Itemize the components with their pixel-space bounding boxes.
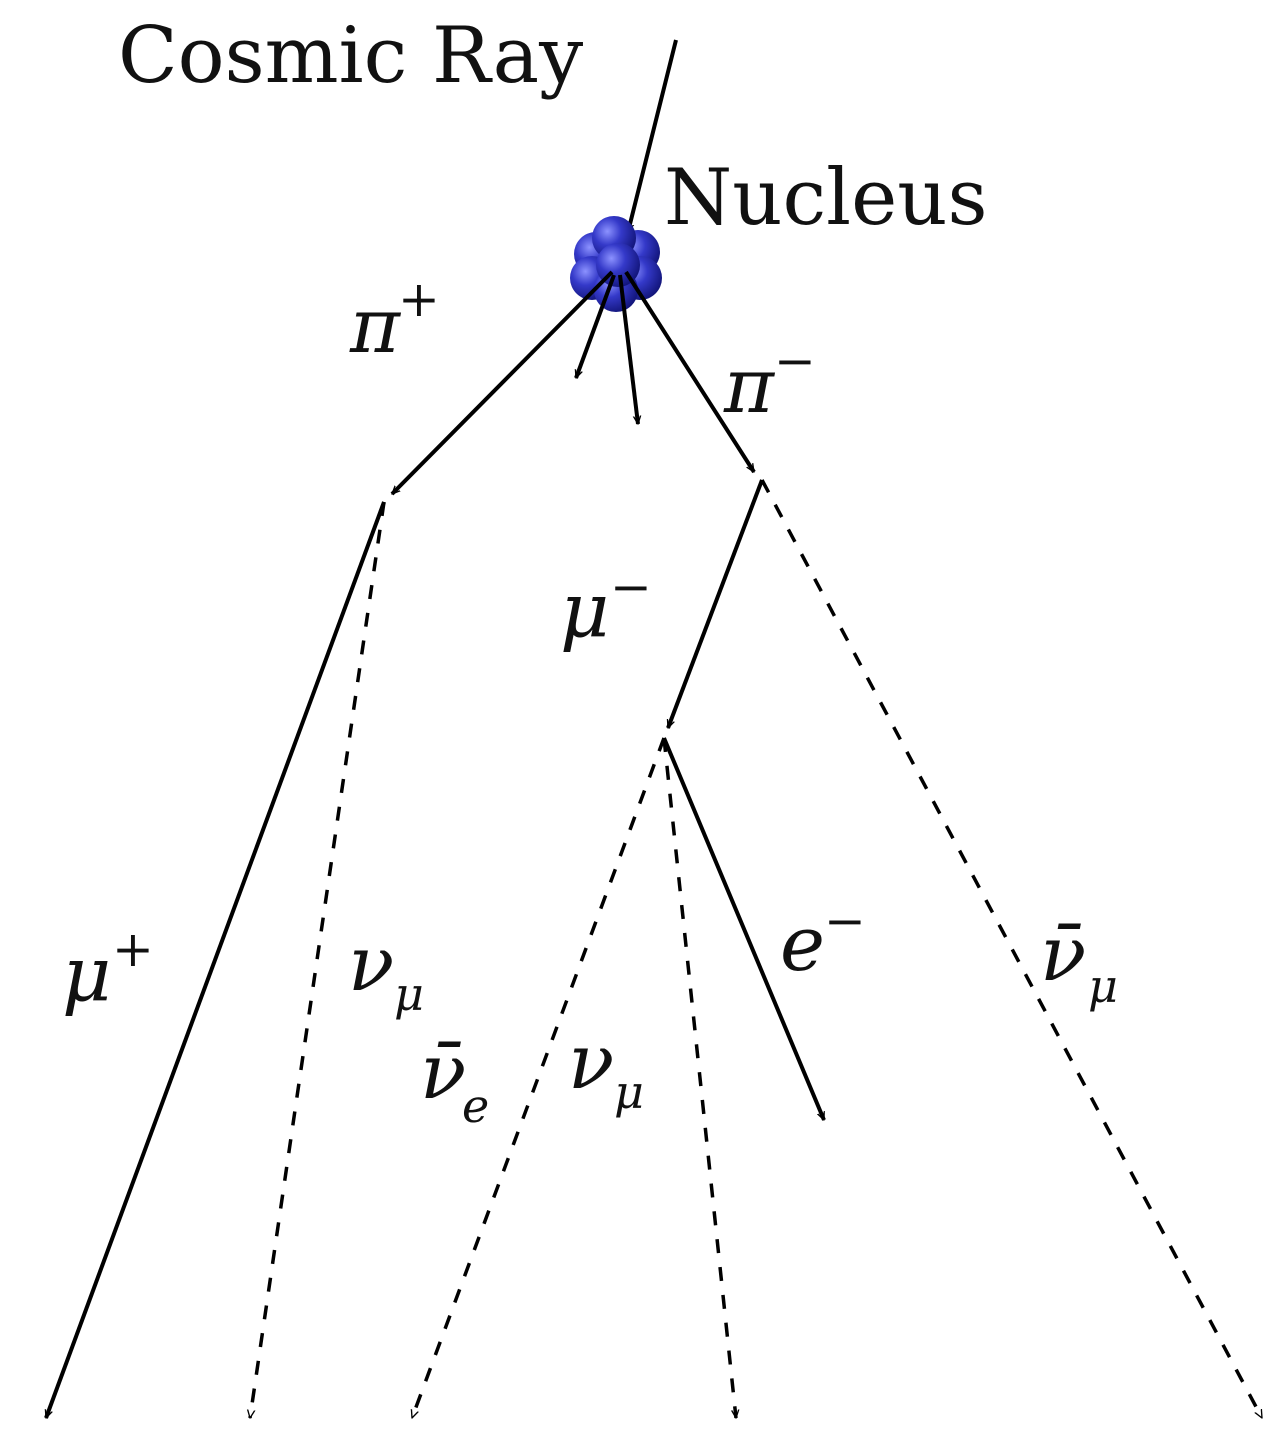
svg-text:−: − <box>824 892 866 950</box>
svg-text:ν: ν <box>568 1017 614 1106</box>
nu-mu-label-2: ν μ <box>568 1017 644 1119</box>
svg-text:μ: μ <box>560 565 609 654</box>
cosmic-ray-label: Cosmic Ray <box>118 11 583 101</box>
svg-text:+: + <box>112 920 154 978</box>
svg-text:ν̄: ν̄ <box>420 1027 466 1116</box>
nubar-e-label: ν̄ e <box>420 1027 489 1133</box>
nucleus-label: Nucleus <box>664 153 988 243</box>
svg-text:ν: ν <box>348 919 394 1008</box>
svg-text:μ: μ <box>1088 959 1118 1013</box>
nu-mu-label-1: ν μ <box>348 919 424 1021</box>
nucleus-icon <box>570 216 662 312</box>
svg-text:+: + <box>398 270 440 328</box>
pi-plus-label: π + <box>349 270 440 370</box>
mu-plus-label: μ + <box>62 920 154 1018</box>
nubar-mu-label: ν̄ μ <box>1040 909 1118 1013</box>
mu-minus-label: μ − <box>560 558 652 654</box>
svg-text:−: − <box>774 332 816 390</box>
svg-text:π: π <box>723 341 776 430</box>
mu-minus-track <box>668 480 762 728</box>
svg-text:μ: μ <box>614 1065 644 1119</box>
svg-text:π: π <box>349 281 402 370</box>
svg-text:e: e <box>462 1079 489 1133</box>
nu-mu-track-2 <box>664 738 736 1418</box>
svg-text:μ: μ <box>394 967 424 1021</box>
pi-minus-label: π − <box>723 332 816 430</box>
svg-text:e: e <box>780 899 825 988</box>
e-minus-label: e − <box>780 892 866 988</box>
svg-text:−: − <box>610 558 652 616</box>
svg-text:μ: μ <box>62 929 111 1018</box>
svg-text:ν̄: ν̄ <box>1040 909 1086 998</box>
